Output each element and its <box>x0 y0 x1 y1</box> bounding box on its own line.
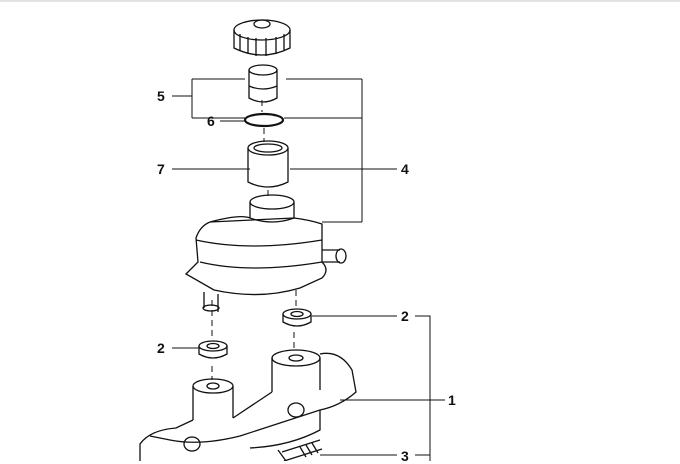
grommet-right <box>282 308 312 327</box>
grommet-left <box>198 340 228 359</box>
callout-7: 7 <box>157 161 165 177</box>
seal-ring <box>243 112 285 128</box>
filter-insert <box>248 64 278 103</box>
strainer <box>247 140 289 188</box>
master-cylinder <box>139 349 357 461</box>
top-divider <box>0 0 680 2</box>
callout-1: 1 <box>448 392 456 408</box>
bolt <box>277 439 323 461</box>
callout-2-right: 2 <box>401 308 409 324</box>
leader-lines <box>172 78 445 461</box>
reservoir-cap <box>233 19 291 56</box>
callout-6: 6 <box>207 113 215 129</box>
assembly-axes <box>211 100 297 380</box>
callout-3: 3 <box>401 448 409 464</box>
fluid-reservoir <box>184 194 347 312</box>
callout-2-left: 2 <box>157 340 165 356</box>
callout-4: 4 <box>401 161 409 177</box>
callout-5: 5 <box>157 88 165 104</box>
